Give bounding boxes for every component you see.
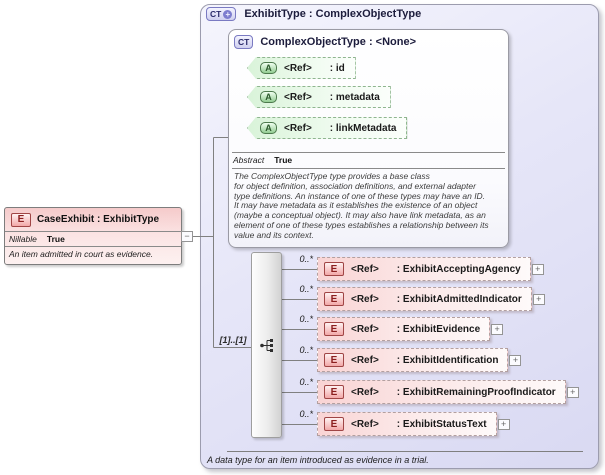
complex-type-letters: CT [238,37,250,47]
expand-toggle[interactable]: + [532,293,545,305]
case-exhibit-description: An item admitted in court as evidence. [9,249,154,259]
attribute-ref: <Ref> [284,91,312,103]
complex-type-icon: CT [234,35,254,49]
collapse-toggle[interactable]: − [181,231,193,242]
attribute-row: A <Ref> : id [247,57,356,79]
expand-toggle[interactable]: + [531,263,544,275]
attribute-row: A <Ref> : metadata [247,86,391,108]
expand-toggle[interactable]: + [491,323,504,335]
attribute-icon: A [260,62,277,74]
complex-type-plus-icon: CT+ [206,7,237,21]
attribute-ref: <Ref> [284,62,312,74]
attribute-icon: A [260,91,277,103]
nillable-label: Nillable [9,234,37,244]
attribute-row: A <Ref> : linkMetadata [247,117,408,139]
element-row: 0..* E <Ref> : ExhibitAcceptingAgency + [285,254,544,281]
element-name: : ExhibitStatusText [396,418,487,430]
element-row: 0..* E <Ref> : ExhibitRemainingProofIndi… [285,377,579,404]
complex-object-type-title: ComplexObjectType : <None> [260,36,417,48]
element-name: : ExhibitAcceptingAgency [396,263,521,275]
complex-object-type-box[interactable]: CT ComplexObjectType : <None> A <Ref> : … [228,29,509,248]
element-exhibit-admitted-indicator[interactable]: E <Ref> : ExhibitAdmittedIndicator [317,287,532,311]
element-icon: E [324,353,344,367]
case-exhibit-box[interactable]: E CaseExhibit : ExhibitType Nillable Tru… [4,207,182,265]
attribute-link-metadata[interactable]: A <Ref> : linkMetadata [247,117,408,139]
complex-object-type-description: The ComplexObjectType type provides a ba… [234,171,489,240]
type-description-footer: A data type for an item introduced as ev… [207,455,429,465]
attribute-name: : id [329,62,345,74]
nillable-row: Nillable True [5,232,181,247]
attribute-name: : metadata [329,91,380,103]
element-name: : ExhibitEvidence [396,323,481,335]
derived-plus-icon: + [223,9,233,19]
element-exhibit-accepting-agency[interactable]: E <Ref> : ExhibitAcceptingAgency [317,257,531,281]
exhibit-type-title: ExhibitType : ComplexObjectType [244,8,422,20]
element-row: 0..* E <Ref> : ExhibitEvidence + [285,314,504,341]
element-row: 0..* E <Ref> : ExhibitAdmittedIndicator … [285,284,545,311]
element-icon: E [324,262,344,276]
nillable-value: True [46,234,65,244]
footer-divider [227,451,583,452]
sequence-compositor[interactable] [251,252,282,438]
case-exhibit-header: E CaseExhibit : ExhibitType [5,208,181,232]
element-ref: <Ref> [351,386,379,398]
element-name: : ExhibitRemainingProofIndicator [396,386,556,398]
divider [232,152,505,153]
cardinality-label: 0..* [299,284,313,294]
cardinality-label: 0..* [299,377,313,387]
sequence-cardinality: [1]..[1] [219,335,247,345]
exhibit-type-header: CT+ ExhibitType : ComplexObjectType [206,7,421,21]
abstract-value: True [274,155,293,165]
element-icon: E [324,385,344,399]
element-row: 0..* E <Ref> : ExhibitIdentification + [285,345,522,372]
attribute-metadata[interactable]: A <Ref> : metadata [247,86,391,108]
case-exhibit-title: CaseExhibit : ExhibitType [37,214,160,225]
expand-toggle[interactable]: + [509,354,522,366]
element-icon: E [324,417,344,431]
element-name: : ExhibitIdentification [396,354,499,366]
element-exhibit-status-text[interactable]: E <Ref> : ExhibitStatusText [317,412,497,436]
element-name: : ExhibitAdmittedIndicator [396,293,522,305]
cardinality-label: 0..* [299,345,313,355]
sequence-icon [260,339,273,352]
element-exhibit-evidence[interactable]: E <Ref> : ExhibitEvidence [317,317,491,341]
element-icon: E [324,322,344,336]
expand-toggle[interactable]: + [566,386,579,398]
cardinality-label: 0..* [299,254,313,264]
attribute-name: : linkMetadata [329,122,397,134]
element-ref: <Ref> [351,354,379,366]
element-exhibit-identification[interactable]: E <Ref> : ExhibitIdentification [317,348,509,372]
abstract-row: Abstract True [233,155,292,165]
attribute-id[interactable]: A <Ref> : id [247,57,356,79]
cardinality-label: 0..* [299,314,313,324]
element-icon: E [324,292,344,306]
cardinality-label: 0..* [299,409,313,419]
expand-toggle[interactable]: + [497,418,510,430]
element-ref: <Ref> [351,418,379,430]
element-row: 0..* E <Ref> : ExhibitStatusText + [285,409,510,436]
element-icon: E [11,212,31,227]
attribute-icon: A [260,122,277,134]
element-exhibit-remaining-proof-indicator[interactable]: E <Ref> : ExhibitRemainingProofIndicator [317,380,566,404]
element-ref: <Ref> [351,323,379,335]
element-ref: <Ref> [351,293,379,305]
divider [232,168,505,169]
complex-object-type-header: CT ComplexObjectType : <None> [229,30,508,49]
complex-type-letters: CT [210,9,222,19]
element-ref: <Ref> [351,263,379,275]
attribute-ref: <Ref> [284,122,312,134]
abstract-label: Abstract [233,155,265,165]
